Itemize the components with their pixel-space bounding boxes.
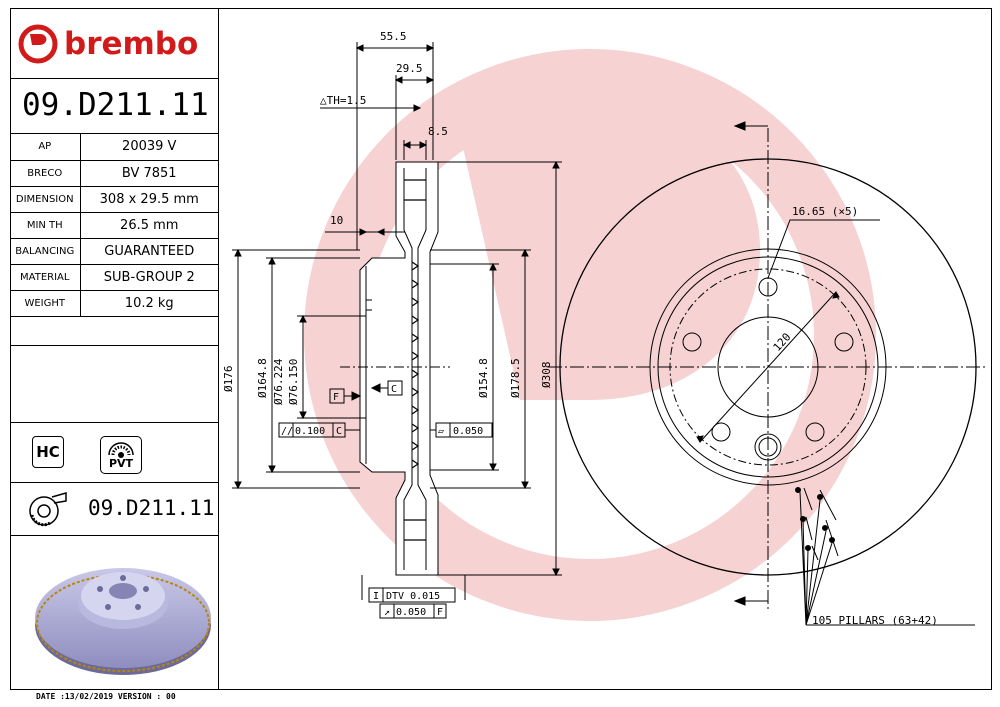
spec-key: BRECO bbox=[10, 160, 81, 187]
part-number: 09.D211.11 bbox=[10, 78, 218, 134]
spec-value: 10.2 kg bbox=[80, 290, 218, 317]
pvt-badge: PVT bbox=[100, 436, 142, 474]
dim-dia-178-5: Ø178.5 bbox=[509, 358, 522, 398]
spec-key: WEIGHT bbox=[10, 290, 81, 317]
drawing-frame bbox=[10, 8, 992, 690]
spec-value: 308 x 29.5 mm bbox=[80, 186, 218, 213]
dim-holes: 16.65 (×5) bbox=[792, 205, 858, 218]
flatness-symbol: ▱ bbox=[438, 426, 444, 437]
runout-datum: F bbox=[437, 607, 443, 618]
dim-8-5: 8.5 bbox=[428, 125, 448, 138]
spec-key: MIN TH bbox=[10, 212, 81, 239]
code-row: 09.D211.11 bbox=[10, 483, 218, 536]
spec-key: AP bbox=[10, 134, 81, 161]
dim-10: 10 bbox=[330, 214, 343, 227]
spec-value: GUARANTEED bbox=[80, 238, 218, 265]
dim-dia-154-8: Ø154.8 bbox=[477, 358, 490, 398]
parallel-symbol: // bbox=[281, 426, 293, 437]
spec-key: MATERIAL bbox=[10, 264, 81, 291]
hc-badge: HC bbox=[32, 436, 64, 468]
spec-value: 20039 V bbox=[80, 134, 218, 161]
brembo-mark-icon bbox=[18, 24, 58, 64]
dim-dia-176: Ø176 bbox=[222, 366, 235, 393]
dim-29-5: 29.5 bbox=[396, 62, 423, 75]
disc-type-icon bbox=[29, 492, 67, 527]
footer-part-number: 09.D211.11 bbox=[88, 496, 215, 520]
dim-pcd: 120 bbox=[771, 331, 794, 354]
pvt-icon bbox=[108, 442, 134, 458]
dim-dia-164-8: Ø164.8 bbox=[256, 358, 269, 398]
brand-logo: brembo bbox=[18, 20, 198, 68]
dtv-symbol: I bbox=[373, 591, 379, 602]
spec-key: DIMENSION bbox=[10, 186, 81, 213]
spec-value: SUB-GROUP 2 bbox=[80, 264, 218, 291]
spec-value: 26.5 mm bbox=[80, 212, 218, 239]
dim-dia-308: Ø308 bbox=[540, 362, 553, 389]
dtv-tolerance: DTV 0.015 bbox=[386, 591, 440, 602]
datum-c: C bbox=[391, 384, 397, 395]
dim-dia-76-150: Ø76.150 bbox=[287, 359, 300, 405]
badge-row: HC PVT bbox=[10, 423, 218, 483]
dim-th: △TH=1.5 bbox=[320, 94, 366, 107]
dim-55-5: 55.5 bbox=[380, 30, 407, 43]
runout-tolerance: 0.050 bbox=[396, 607, 426, 618]
parallel-tolerance: 0.100 bbox=[295, 426, 325, 437]
flatness-tolerance: 0.050 bbox=[453, 426, 483, 437]
brand-name: brembo bbox=[64, 26, 199, 62]
disc-illustration bbox=[35, 568, 211, 675]
dim-dia-76-224: Ø76.224 bbox=[272, 358, 285, 405]
datum-f: F bbox=[333, 392, 339, 403]
spec-value: BV 7851 bbox=[80, 160, 218, 187]
runout-symbol: ↗ bbox=[384, 607, 390, 618]
spec-key: BALANCING bbox=[10, 238, 81, 265]
date-version: DATE :13/02/2019 VERSION : 00 bbox=[36, 692, 176, 701]
parallel-datum: C bbox=[336, 426, 342, 437]
dim-pillars: 105 PILLARS (63+42) bbox=[812, 614, 938, 627]
blank-row bbox=[10, 316, 218, 346]
blank-row bbox=[10, 346, 218, 423]
pvt-label: PVT bbox=[108, 457, 134, 470]
